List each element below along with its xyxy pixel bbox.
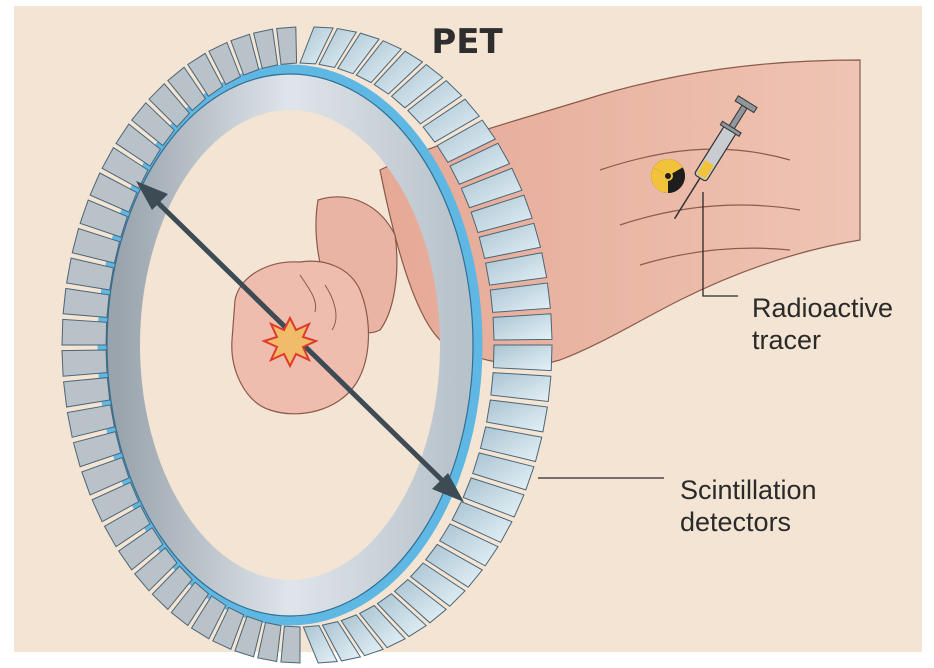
tracer-label-line-2: tracer <box>752 324 893 356</box>
detector-block <box>493 314 552 340</box>
detector-block <box>493 345 552 371</box>
detector-block <box>62 350 107 376</box>
detector-block <box>62 319 107 345</box>
annihilation-burst-icon <box>264 318 316 366</box>
radioactive-tracer-label: Radioactive tracer <box>752 292 893 356</box>
scintillation-detectors-label: Scintillation detectors <box>680 474 817 538</box>
detector-block <box>281 626 300 663</box>
detectors-label-line-1: Scintillation <box>680 474 817 506</box>
diagram-title: PET <box>0 22 934 62</box>
radiation-trefoil-icon <box>651 159 685 193</box>
detectors-label-line-2: detectors <box>680 506 817 538</box>
tracer-label-line-1: Radioactive <box>752 292 893 324</box>
